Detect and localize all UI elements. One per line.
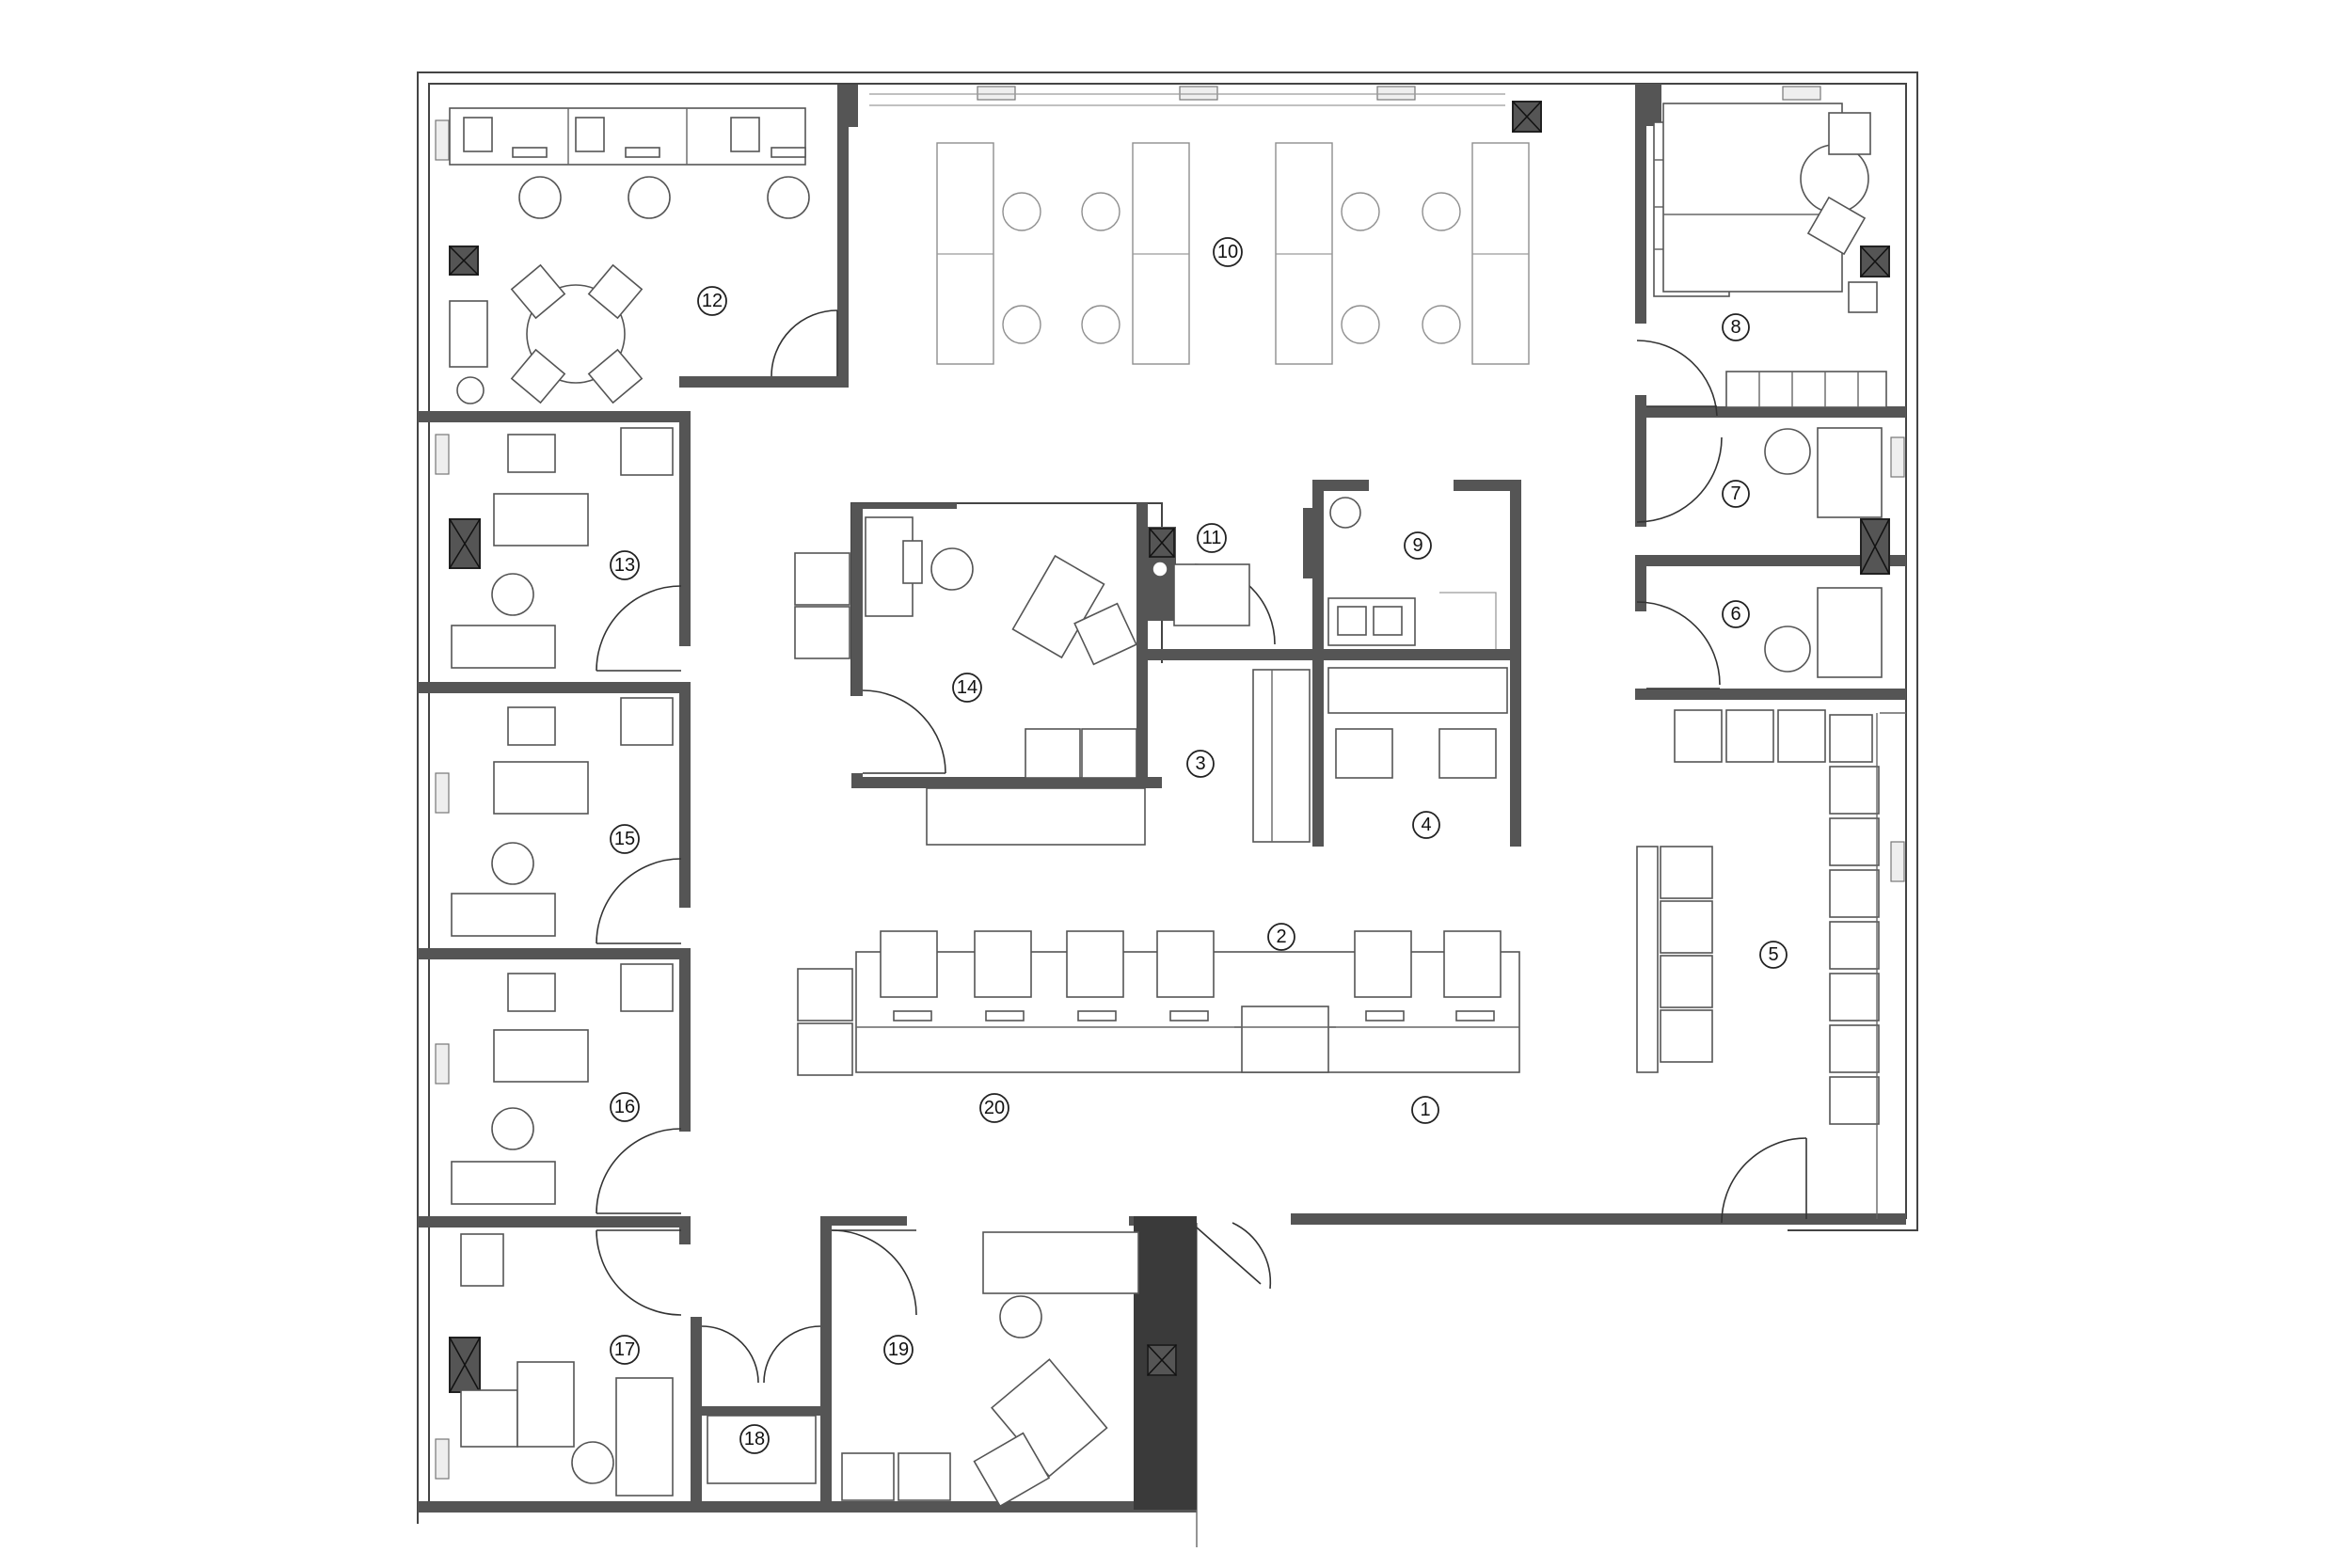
- room-tag-10: 10: [1213, 237, 1243, 267]
- column: [1860, 518, 1890, 575]
- room-tag-2: 2: [1267, 923, 1295, 951]
- windows: [435, 86, 1905, 1480]
- room-14-furniture: [794, 516, 1146, 846]
- rooms-9-11-furniture: [1152, 497, 1497, 649]
- svg-text:17: 17: [614, 1339, 635, 1360]
- room-12-furniture: [449, 107, 810, 404]
- room-tag-14: 14: [952, 673, 982, 703]
- column: [449, 518, 481, 569]
- svg-text:6: 6: [1730, 604, 1740, 625]
- svg-text:20: 20: [984, 1098, 1005, 1118]
- interior-walls: [418, 84, 1906, 1510]
- room-16-furniture: [451, 963, 674, 1205]
- room-tag-1: 1: [1411, 1096, 1439, 1124]
- room-tag-16: 16: [610, 1092, 640, 1122]
- room-tag-3: 3: [1186, 750, 1215, 778]
- svg-text:16: 16: [614, 1097, 635, 1117]
- column: [1512, 101, 1542, 133]
- svg-text:12: 12: [702, 291, 723, 311]
- column: [449, 1337, 481, 1393]
- room-tag-18: 18: [739, 1424, 770, 1454]
- svg-text:3: 3: [1195, 753, 1205, 774]
- room-19-furniture: [841, 1231, 1139, 1508]
- svg-text:13: 13: [614, 555, 635, 576]
- room-tag-17: 17: [610, 1335, 640, 1365]
- exterior-walls: [417, 71, 1918, 1547]
- room-tag-9: 9: [1404, 531, 1432, 560]
- room-tag-12: 12: [697, 286, 727, 316]
- room-tag-4: 4: [1412, 811, 1440, 839]
- svg-text:11: 11: [1202, 528, 1222, 548]
- svg-text:2: 2: [1276, 927, 1286, 947]
- room-15-furniture: [451, 697, 674, 937]
- svg-text:8: 8: [1730, 317, 1740, 338]
- room-tag-5: 5: [1759, 941, 1788, 969]
- svg-text:14: 14: [957, 677, 977, 698]
- reception-desk: [797, 930, 1520, 1076]
- svg-text:5: 5: [1768, 944, 1778, 965]
- room-tag-20: 20: [979, 1093, 1009, 1123]
- room-tag-13: 13: [610, 550, 640, 580]
- room-17-furniture: [460, 1233, 674, 1497]
- room-tag-15: 15: [610, 824, 640, 854]
- svg-text:15: 15: [614, 829, 635, 849]
- column: [1860, 245, 1890, 277]
- svg-text:10: 10: [1217, 242, 1238, 262]
- svg-text:1: 1: [1420, 1100, 1430, 1120]
- waiting-chairs: [1636, 709, 1906, 1219]
- column: [1147, 1344, 1177, 1376]
- rooms-6-7-furniture: [1764, 427, 1883, 678]
- room-3-furniture: [1252, 669, 1311, 843]
- room-tags: 1 2 3 4 5 6 7 8 9 10 11 12 13 14 15 16 1…: [610, 237, 1788, 1454]
- column: [1149, 528, 1175, 558]
- room-13-furniture: [451, 427, 674, 669]
- room-tag-7: 7: [1722, 480, 1750, 508]
- structural-columns: [449, 101, 1890, 1393]
- open-office-workstations: [869, 93, 1530, 365]
- room-tag-8: 8: [1722, 313, 1750, 341]
- svg-text:19: 19: [888, 1339, 909, 1360]
- room-8-furniture: [1653, 103, 1887, 408]
- room-tag-11: 11: [1197, 523, 1227, 553]
- treatment-rooms-furniture: [451, 427, 1139, 1508]
- svg-text:9: 9: [1412, 535, 1422, 556]
- svg-text:4: 4: [1421, 815, 1431, 835]
- column: [449, 245, 479, 276]
- room-tag-19: 19: [883, 1335, 914, 1365]
- room-tag-6: 6: [1722, 600, 1750, 628]
- svg-text:18: 18: [744, 1429, 765, 1449]
- svg-text:7: 7: [1730, 483, 1740, 504]
- room-4-furniture: [1327, 667, 1508, 779]
